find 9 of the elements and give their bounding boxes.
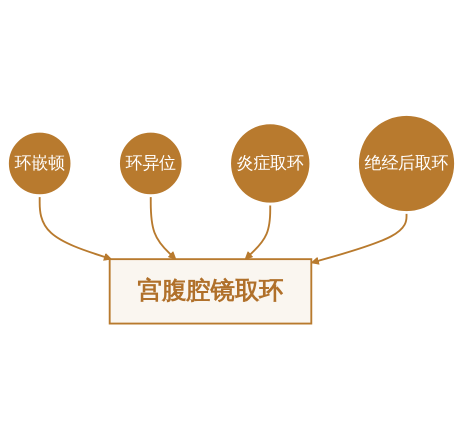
node-circle: 环异位 xyxy=(117,130,184,198)
node-circle: 炎症取环 xyxy=(228,122,312,206)
node-circle: 环嵌顿 xyxy=(6,130,74,198)
arrow xyxy=(150,196,176,260)
arrow xyxy=(244,204,272,260)
node-box: 宫腹腔镜取环 xyxy=(108,258,312,325)
arrow xyxy=(38,196,112,262)
arrow xyxy=(310,212,408,266)
node-circle: 绝经后取环 xyxy=(356,114,457,214)
